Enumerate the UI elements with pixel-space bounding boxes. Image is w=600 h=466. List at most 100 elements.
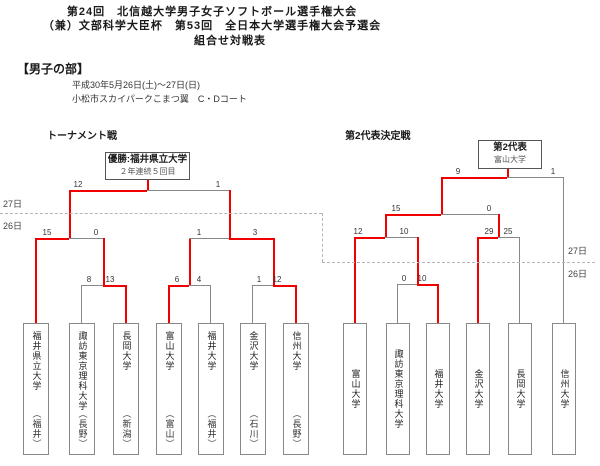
champion-box-right: 第2代表 富山大学 <box>478 140 542 169</box>
team-prefecture: （長野） <box>77 409 88 449</box>
champion-title: 優勝:福井県立大学 <box>107 154 188 165</box>
bracket-line <box>507 177 563 178</box>
match-score: 10 <box>399 227 409 236</box>
team-prefecture: （福井） <box>31 409 42 449</box>
winner-path-line <box>147 178 149 190</box>
bracket-line <box>397 284 398 323</box>
team-box: 長岡大学（新潟） <box>113 323 139 455</box>
team-name: 富山大学 <box>164 331 175 371</box>
winner-path-line <box>189 238 191 285</box>
match-score: 0 <box>93 228 99 237</box>
team-name: 福井大学 <box>206 331 217 371</box>
team-name: 長岡大学 <box>515 369 526 409</box>
right-bracket-heading: 第2代表決定戦 <box>345 131 411 142</box>
team-box: 福井県立大学 （福井） <box>23 323 49 455</box>
team-box: 諏訪東京理科大学（長野） <box>69 323 95 455</box>
winner-path-line <box>229 190 231 238</box>
day-label-left-26: 26日 <box>3 221 23 231</box>
winner-path-line <box>125 285 127 323</box>
team-name: 長岡大学 <box>121 331 132 371</box>
winner-path-line <box>103 238 105 285</box>
match-score: 9 <box>455 167 461 176</box>
day-label-right-27: 27日 <box>568 246 588 256</box>
team-name: 信州大学 <box>559 369 570 409</box>
day-separator-line <box>322 213 323 262</box>
winner-path-line <box>437 284 439 323</box>
match-score: 1 <box>550 167 556 176</box>
match-score: 29 <box>484 227 494 236</box>
winner-path-line <box>385 214 441 216</box>
title-line-2: （兼）文部科学大臣杯 第53回 全日本大学選手権大会予選会 <box>42 20 382 32</box>
team-box: 信州大学 <box>552 323 576 455</box>
winner-path-line <box>69 190 147 192</box>
team-box: 金沢大学 （石川） <box>240 323 266 455</box>
team-prefecture: （富山） <box>164 409 175 449</box>
match-score: 13 <box>105 275 115 284</box>
team-name: 信州大学 <box>291 331 302 371</box>
winner-path-line <box>35 238 37 323</box>
bracket-line <box>69 238 103 239</box>
match-score: 25 <box>503 227 513 236</box>
day-label-left-27: 27日 <box>3 199 23 209</box>
bracket-line <box>81 285 82 323</box>
match-score: 12 <box>73 180 83 189</box>
winner-path-line <box>295 285 297 323</box>
match-score: 10 <box>417 274 427 283</box>
champion-box-left: 優勝:福井県立大学 ２年連続５回目 <box>105 152 190 180</box>
winner-path-line <box>69 190 71 238</box>
team-name: 諏訪東京理科大学 <box>393 349 404 429</box>
second-representative-team: 富山大学 <box>494 155 526 164</box>
team-box: 信州大学（長野） <box>283 323 309 455</box>
team-box: 諏訪東京理科大学 <box>386 323 410 455</box>
winner-path-line <box>273 238 275 285</box>
team-name: 福井県立大学 <box>31 331 42 391</box>
winner-path-line <box>35 238 69 240</box>
bracket-line <box>252 285 273 286</box>
match-score: 1 <box>215 180 221 189</box>
team-box: 福井大学 <box>426 323 450 455</box>
match-score: 1 <box>196 228 202 237</box>
winner-path-line <box>273 285 295 287</box>
winner-path-line <box>417 284 437 286</box>
team-box: 富山大学 <box>343 323 367 455</box>
match-score: 6 <box>174 275 180 284</box>
event-date: 平成30年5月26日(土)～27日(日) <box>72 80 201 90</box>
winner-path-line <box>168 285 170 323</box>
section-heading-mens-division: 【男子の部】 <box>17 62 90 76</box>
winner-path-line <box>441 177 507 179</box>
title-line-1: 第24回 北信越大学男子女子ソフトボール選手権大会 <box>66 6 358 18</box>
winner-path-line <box>385 214 387 237</box>
team-name: 金沢大学 <box>473 369 484 409</box>
match-score: 15 <box>42 228 52 237</box>
winner-path-line <box>168 285 189 287</box>
match-score: 8 <box>86 275 92 284</box>
bracket-line <box>210 285 211 323</box>
day-label-right-26: 26日 <box>568 269 588 279</box>
team-name: 富山大学 <box>350 369 361 409</box>
bracket-line <box>189 285 210 286</box>
bracket-line <box>498 237 519 238</box>
match-score: 0 <box>486 204 492 213</box>
bracket-line <box>563 177 564 323</box>
winner-path-line <box>229 238 273 240</box>
bracket-line <box>189 238 229 239</box>
bracket-line <box>385 237 417 238</box>
team-prefecture: （福井） <box>206 409 217 449</box>
match-score: 12 <box>353 227 363 236</box>
team-box: 金沢大学 <box>466 323 490 455</box>
team-box: 福井大学 （福井） <box>198 323 224 455</box>
day-separator-line <box>322 262 595 263</box>
bracket-line <box>147 190 229 191</box>
winner-path-line <box>103 285 125 287</box>
match-score: 15 <box>391 204 401 213</box>
winner-path-line <box>507 167 509 177</box>
day-separator-line <box>0 213 322 214</box>
team-prefecture: （石川） <box>248 409 259 449</box>
team-name: 金沢大学 <box>248 331 259 371</box>
team-box: 富山大学 （富山） <box>156 323 182 455</box>
match-score: 1 <box>256 275 262 284</box>
winner-path-line <box>354 237 385 239</box>
winner-path-line <box>477 237 479 323</box>
match-score: 3 <box>252 228 258 237</box>
